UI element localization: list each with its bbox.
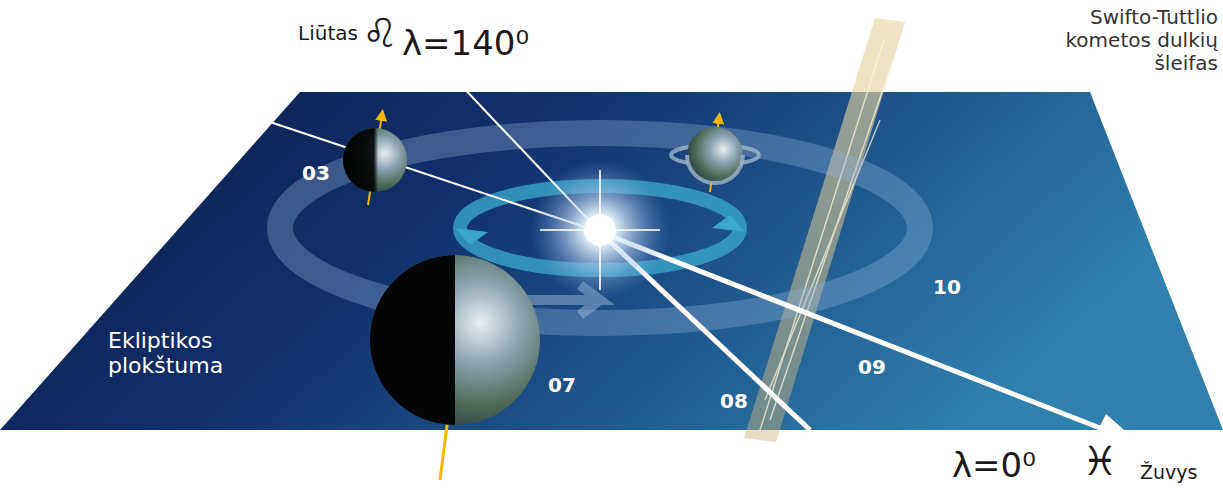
sun (530, 160, 670, 300)
comet-streaks (760, 40, 893, 430)
earth (343, 115, 407, 205)
plane-label: Ekliptikos plokštuma (108, 328, 278, 379)
month-number: 09 (858, 356, 886, 379)
earth (370, 255, 540, 480)
month-number: 08 (720, 390, 748, 413)
comet-trail (744, 18, 905, 442)
month-number: 10 (933, 276, 961, 299)
constellation-name: Liūtas (298, 22, 358, 45)
longitude-label: λ=0⁰ (952, 446, 1036, 485)
month-number: 07 (548, 374, 576, 397)
longitude-label: λ=140⁰ (402, 24, 529, 63)
zodiac-symbol: ♓ (1082, 438, 1118, 484)
ring-arrow (455, 228, 488, 245)
pisces-direction-arrow (600, 232, 1100, 428)
zodiac-symbol: ♌ (362, 10, 398, 56)
ecliptic-plane (0, 92, 1223, 430)
earth (671, 118, 759, 192)
sun-core (584, 214, 616, 246)
comet-trail-label: Swifto-Tuttlio kometos dulkių šleifas (1058, 6, 1218, 75)
month-number: 03 (302, 162, 330, 185)
ring-arrow (712, 215, 745, 232)
constellation-name: Žuvys (1140, 462, 1197, 484)
